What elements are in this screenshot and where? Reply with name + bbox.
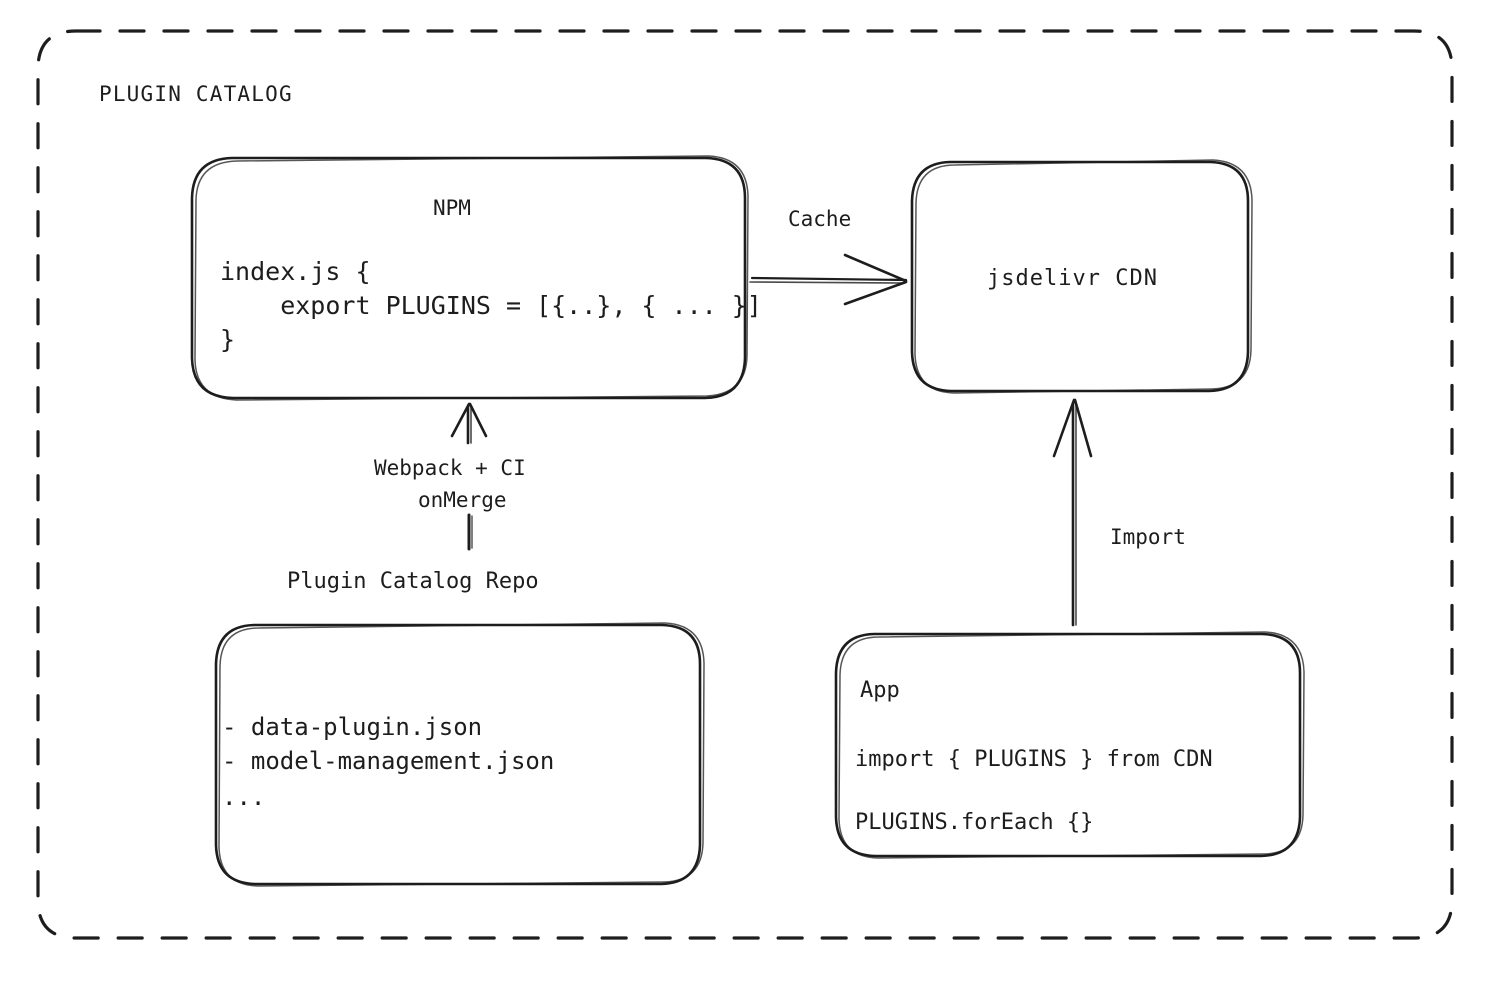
- app-code-line-1: import { PLUGINS } from CDN: [855, 747, 1213, 772]
- edge-label-cache: Cache: [788, 207, 852, 231]
- app-code-line-2: PLUGINS.forEach {}: [855, 810, 1094, 835]
- repo-node-shape[interactable]: [214, 622, 705, 887]
- app-node-shape[interactable]: [834, 631, 1305, 859]
- npm-code-line-3: }: [220, 325, 236, 354]
- repo-file-line-3: ...: [222, 783, 266, 811]
- plugin-catalog-title: PLUGIN CATALOG: [99, 82, 293, 106]
- plugin-catalog-container: [36, 29, 1454, 940]
- edge-label-import: Import: [1110, 525, 1186, 549]
- edge-app-to-cdn-arrow: [1052, 398, 1093, 627]
- npm-code-line-1: index.js {: [220, 257, 371, 286]
- npm-code-line-2: export PLUGINS = [{..}, { ... }]: [220, 291, 762, 320]
- app-node-title: App: [860, 678, 900, 703]
- repo-file-line-2: - model-management.json: [222, 747, 555, 775]
- cdn-node-shape[interactable]: [910, 159, 1253, 394]
- edge-label-onmerge: onMerge: [418, 488, 507, 512]
- edge-label-webpack-ci: Webpack + CI: [374, 456, 526, 480]
- repo-file-line-1: - data-plugin.json: [222, 713, 483, 741]
- edge-repo-to-npm-arrow: [450, 402, 488, 551]
- npm-node-title: NPM: [433, 196, 471, 220]
- npm-node-shape[interactable]: [190, 155, 749, 401]
- edge-npm-to-cdn-arrow: [749, 253, 908, 306]
- cdn-node-title: jsdelivr CDN: [987, 266, 1158, 291]
- repo-node-label: Plugin Catalog Repo: [287, 569, 539, 594]
